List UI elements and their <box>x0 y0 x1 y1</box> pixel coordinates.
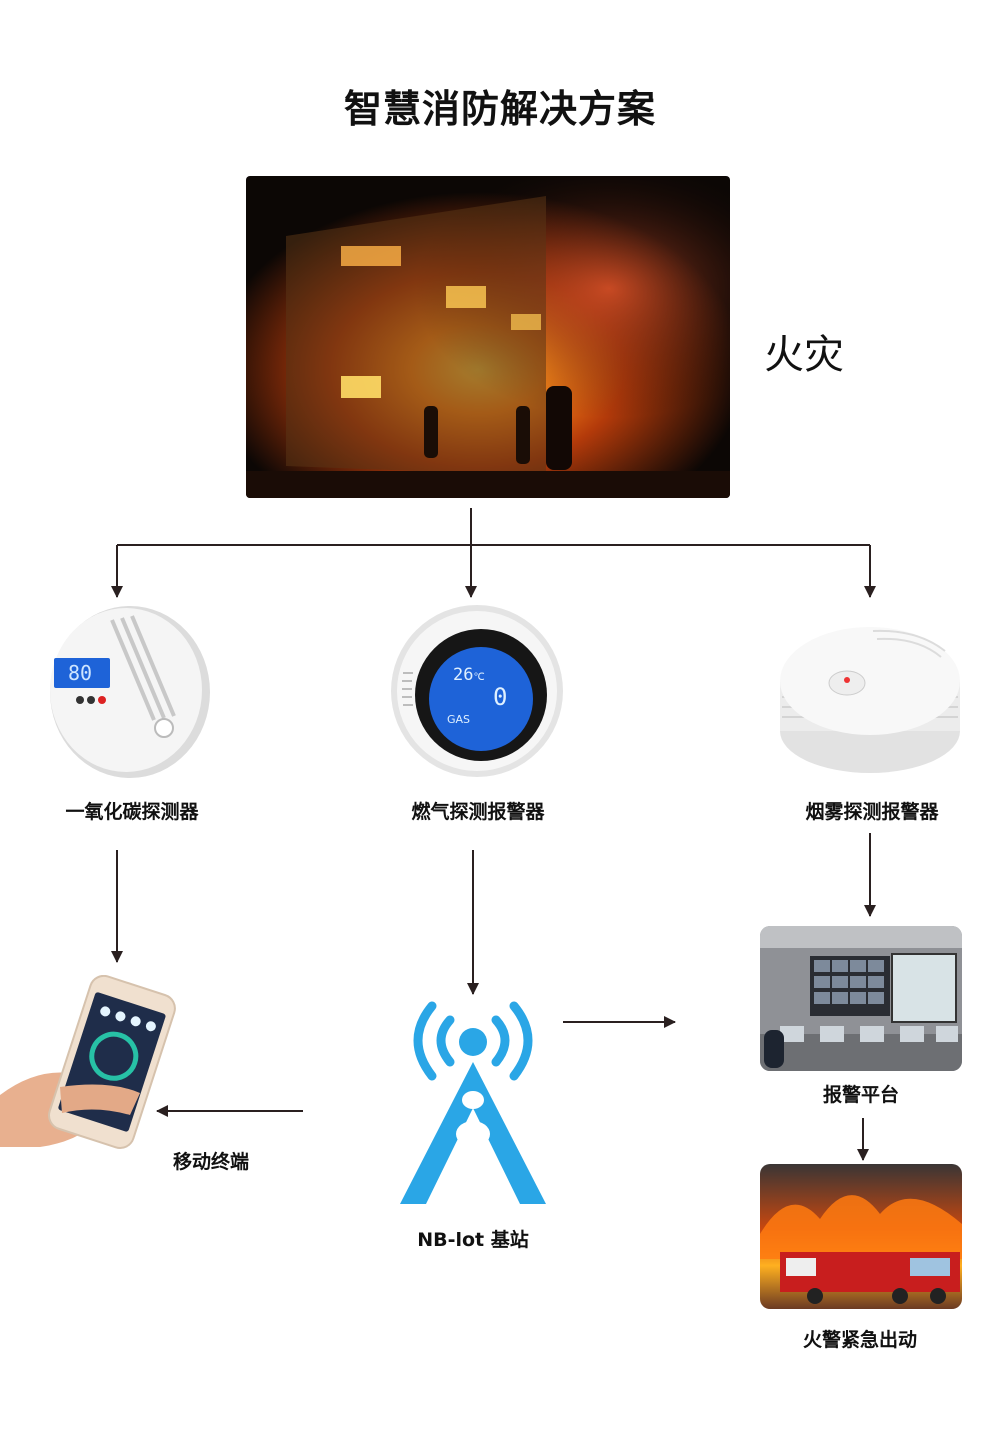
fire-dispatch-image <box>760 1164 962 1309</box>
co-detector-label: 一氧化碳探测器 <box>65 801 199 823</box>
mobile-terminal-label: 移动终端 <box>172 1151 249 1173</box>
co-display-value: 80 <box>68 661 93 685</box>
fire-photo <box>246 176 730 498</box>
gas-temp-value: 26℃ <box>453 665 485 685</box>
mobile-phone-image <box>0 974 182 1150</box>
alarm-platform-image <box>760 926 962 1071</box>
gas-detector-label: 燃气探测报警器 <box>411 801 545 823</box>
gas-temp-number: 26 <box>453 665 474 685</box>
gas-reading-value: 0 <box>493 683 508 711</box>
co-detector-image: 80 <box>42 600 210 780</box>
gas-brand-text: GAS <box>447 713 471 726</box>
smoke-detector-image <box>777 611 963 777</box>
base-station-label: NB-lot 基站 <box>417 1229 529 1251</box>
gas-temp-unit: ℃ <box>473 672 485 683</box>
fire-label: 火灾 <box>764 332 844 378</box>
alarm-platform-label: 报警平台 <box>822 1084 899 1106</box>
fire-dispatch-label: 火警紧急出动 <box>802 1329 917 1351</box>
gas-detector-image: 26℃ 0 GAS <box>389 603 565 779</box>
page-title: 智慧消防解决方案 <box>343 87 656 131</box>
smoke-detector-label: 烟雾探测报警器 <box>805 801 939 823</box>
base-station-icon <box>398 998 548 1210</box>
